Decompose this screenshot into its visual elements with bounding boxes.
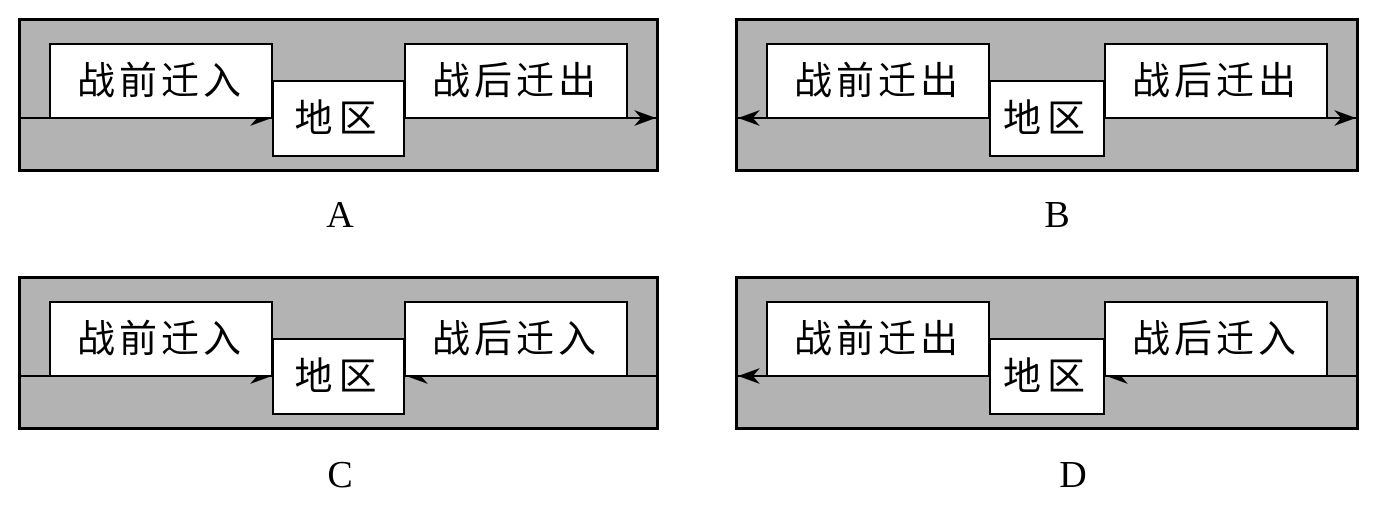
left-migration-box: 战前迁出: [766, 43, 990, 119]
option-b-diagram: 战前迁出地区战后迁出: [735, 18, 1359, 176]
box-label: 地区: [1003, 97, 1091, 141]
option-b-label: B: [1044, 194, 1070, 236]
box-label: 战后迁入: [1132, 317, 1300, 361]
box-label: 地区: [1003, 355, 1091, 399]
option-d-label: D: [1059, 454, 1087, 496]
option-d-diagram: 战前迁出地区战后迁入: [735, 276, 1359, 434]
right-migration-box: 战后迁入: [404, 301, 628, 377]
box-label: 战后迁入: [432, 317, 600, 361]
box-label: 战前迁入: [77, 317, 245, 361]
region-box: 地区: [272, 338, 405, 415]
region-box: 地区: [989, 80, 1105, 157]
region-box: 地区: [989, 338, 1105, 415]
option-c-diagram: 战前迁入地区 战后迁入: [18, 276, 659, 434]
right-migration-box: 战后迁入: [1104, 301, 1328, 377]
arrowhead-icon: [634, 110, 656, 126]
arrowhead-icon: [1334, 110, 1356, 126]
box-label: 战后迁出: [1132, 59, 1300, 103]
region-box: 地区: [272, 80, 405, 157]
box-label: 地区: [294, 355, 382, 399]
arrowhead-icon: [738, 368, 760, 384]
left-migration-box: 战前迁出: [766, 301, 990, 377]
box-label: 战前迁出: [794, 59, 962, 103]
box-label: 地区: [294, 97, 382, 141]
box-label: 战后迁出: [432, 59, 600, 103]
box-label: 战前迁入: [77, 59, 245, 103]
arrowhead-icon: [738, 110, 760, 126]
right-migration-box: 战后迁出: [404, 43, 628, 119]
option-c-label: C: [327, 454, 353, 496]
option-a-diagram: 战前迁入地区 战后迁出: [18, 18, 659, 176]
right-migration-box: 战后迁出: [1104, 43, 1328, 119]
box-label: 战前迁出: [794, 317, 962, 361]
left-migration-box: 战前迁入: [49, 43, 273, 119]
left-migration-box: 战前迁入: [49, 301, 273, 377]
option-a-label: A: [326, 194, 354, 236]
